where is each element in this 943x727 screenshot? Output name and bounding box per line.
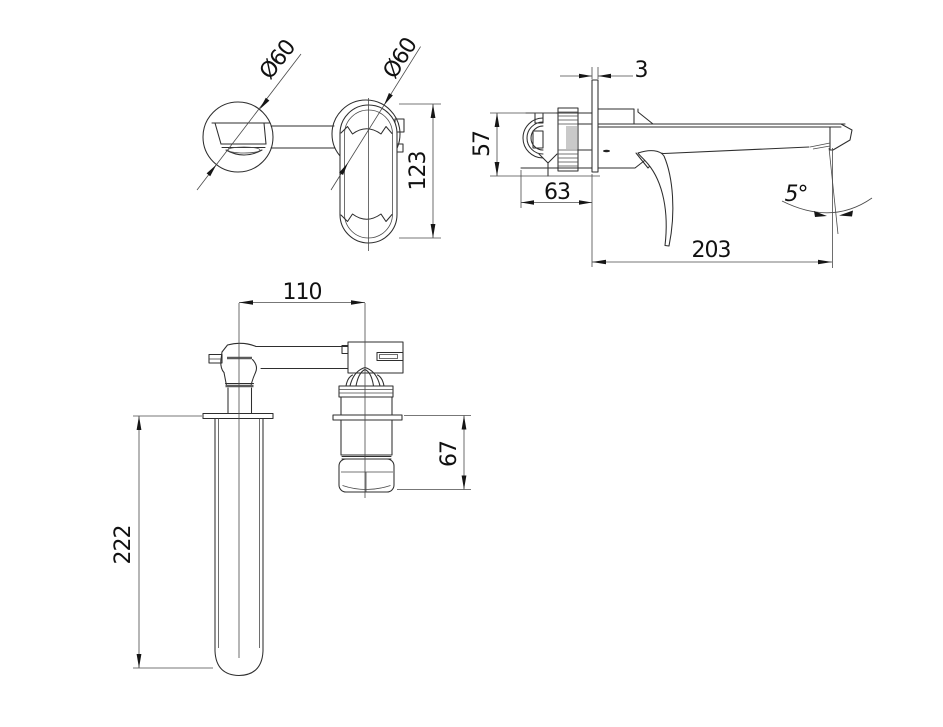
dim-label-valve-height: 57 [470,131,495,157]
dim-label-hole-spacing: 110 [283,280,322,305]
dim-label-plate-thickness: 3 [635,58,648,83]
valve-box [347,341,404,374]
valve-top-view [332,341,404,493]
dim-label-spout-length: 222 [111,526,136,565]
handle-stub [376,351,404,362]
dim-plate-thickness: 3 [560,58,649,83]
side-view: 3 57 63 203 [470,58,873,268]
lever-handle-side [635,150,674,247]
dim-hole-spacing: 110 [239,280,365,305]
dim-label-spout-diameter: Ø60 [255,36,301,85]
brand-mark-dot [603,149,610,153]
top-view: 110 67 222 [111,280,471,677]
dim-label-handle-height: 123 [406,152,431,191]
dim-label-aerator-drop: 67 [437,441,462,467]
dim-spout-angle: 5° [781,147,873,235]
dim-label-handle-diameter: Ø60 [379,34,423,83]
dim-valve-height: 57 [470,112,600,177]
inwall-valve-body [520,107,593,177]
dim-aerator-drop: 67 [397,415,471,490]
handle-crown-top [340,125,393,135]
dim-label-spout-angle: 5° [785,182,808,207]
dim-label-valve-depth: 63 [544,180,570,205]
dim-spout-reach: 203 [592,148,833,268]
spout-rounded-end [214,650,264,677]
spout-escutcheon-circle [202,101,274,173]
spout-escutcheon-edge [202,412,274,420]
front-view: Ø60 Ø60 123 [196,34,441,251]
handle-crown-bottom [340,213,393,223]
dim-spout-length: 222 [111,415,213,669]
spout-top-view [202,342,349,677]
valve-escutcheon-edge [332,414,403,421]
dim-valve-depth: 63 [520,170,593,267]
aerator-cap [338,458,395,493]
dim-label-spout-reach: 203 [692,238,731,263]
spout-outlet-face [211,122,271,156]
dim-handle-height: 123 [399,103,441,239]
spout-side [597,108,853,169]
wall-plate [591,79,599,173]
